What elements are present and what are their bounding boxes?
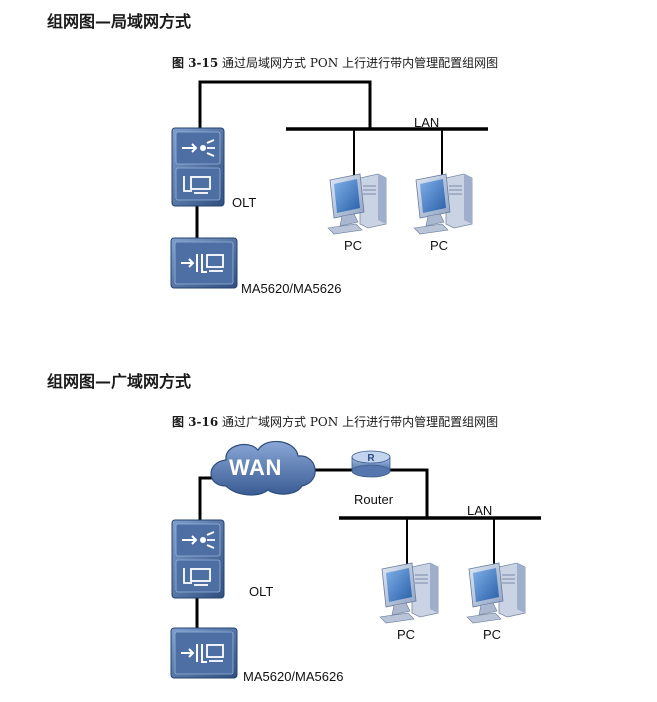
section-title-lan: 组网图—局域网方式: [47, 12, 192, 31]
pc-label: PC: [430, 238, 449, 253]
section-title-wan: 组网图—广域网方式: [47, 372, 192, 391]
ma-label: MA5620/MA5626: [243, 669, 344, 684]
wan-label: WAN: [229, 455, 282, 480]
olt-label: OLT: [249, 584, 274, 599]
pc-icon: [466, 562, 526, 624]
olt-label: OLT: [232, 195, 257, 210]
ma-label: MA5620/MA5626: [241, 281, 342, 296]
ma-device-icon: [170, 627, 238, 679]
pc-icon: [413, 173, 473, 235]
figure-number: 图 3-16: [172, 415, 219, 429]
link-olt-wan: [198, 476, 218, 523]
pc-label: PC: [397, 627, 416, 642]
pc-label: PC: [483, 627, 502, 642]
figure-caption-3-16: 图 3-16 通过广域网方式 PON 上行进行带内管理配置组网图: [172, 413, 498, 430]
pc-icon: [379, 562, 439, 624]
figure-number: 图 3-15: [172, 56, 219, 70]
lan-label: LAN: [467, 503, 493, 518]
figure-caption-text: 通过局域网方式 PON 上行进行带内管理配置组网图: [222, 56, 499, 70]
olt-device-icon: [171, 127, 225, 207]
diagram-lan: [170, 80, 488, 289]
svg-text:R: R: [367, 453, 375, 464]
diagram-wan: R: [170, 440, 541, 679]
lan-label: LAN: [414, 115, 440, 130]
figure-caption-3-15: 图 3-15 通过局域网方式 PON 上行进行带内管理配置组网图: [172, 54, 498, 71]
link-router-lan: [388, 468, 429, 518]
router-icon: R: [351, 450, 391, 478]
link-olt-lan: [198, 80, 372, 130]
pc-icon: [327, 173, 387, 235]
wan-cloud-icon: [210, 440, 316, 496]
ma-device-icon: [170, 237, 238, 289]
pc-label: PC: [344, 238, 363, 253]
olt-device-icon: [171, 519, 225, 599]
figure-caption-text: 通过广域网方式 PON 上行进行带内管理配置组网图: [222, 415, 499, 429]
router-label: Router: [354, 492, 394, 507]
